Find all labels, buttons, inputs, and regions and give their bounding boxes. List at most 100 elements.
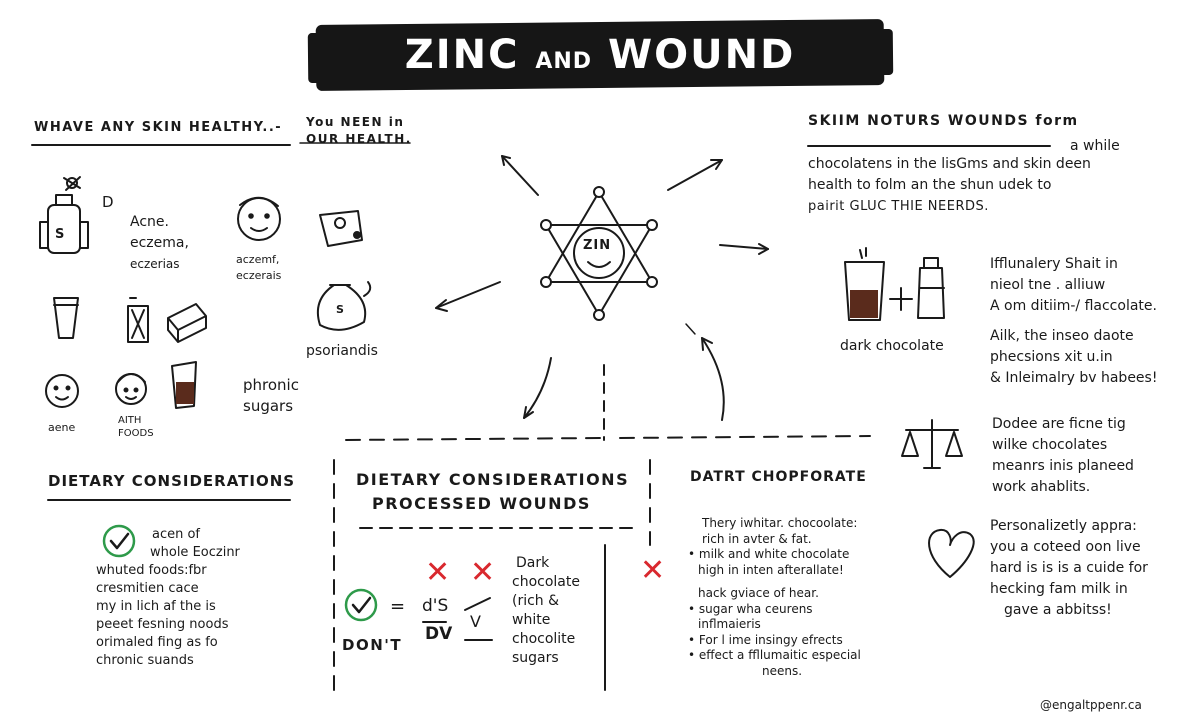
note-line: Dodee are ficne tig [992,416,1126,432]
choc-line: chocolite [512,631,576,647]
choc-line: white [512,612,551,628]
bottom-left-line: whole Eoczinr [150,545,240,560]
bottle-s-label: S [55,227,65,242]
note-line: Personalizetly appra: [990,518,1137,534]
page-title: ZINC AND WOUND HEALING [316,24,884,147]
dark-chocolate-list: Dark chocolate (rich & white chocolite s… [512,554,580,668]
bottom-right-line: hack gviace of hear. [698,586,819,600]
heart-icon [928,528,975,578]
arrows [435,155,769,421]
note-4: Personalizetly appra: you a coteed oon l… [990,516,1148,621]
hourglass-icon [127,297,149,343]
note-line: work ahablits. [992,479,1091,495]
note-line: Ifflunalery Shait in [990,256,1118,272]
note-line: wilke chocolates [992,437,1108,453]
note-3: Dodee are ficne tig wilke chocolates mea… [992,414,1134,498]
phronic-line: phronic [243,376,299,394]
acne-list: Acne. eczema, eczerias [130,212,189,275]
middle-heading-2: PROCESSED WOUNDS [372,494,591,513]
bottom-left-line: cresmitien cace [96,581,199,596]
sparkle-icon [63,176,81,191]
sack-icon [316,281,372,331]
bottom-right-line: inflmaieris [698,617,761,631]
bottom-left-line: my in lich af the is [96,599,216,614]
face-icon-3 [237,196,281,241]
acne-small-line: aczemf, [236,253,280,266]
note-1: Ifflunalery Shait in nieol tne . alliuw … [990,254,1157,317]
bottom-right-line: Thery iwhitar. chocoolate: [702,516,858,530]
dv-label: DV [425,624,453,644]
middle-heading-1: DIETARY CONSIDERATIONS [356,470,630,489]
bottom-right-line: • milk and white chocolate [688,547,850,561]
left-subheading-line: You NEEN in [306,115,405,129]
zinc-hub-label: ZIN [583,238,612,253]
bottom-right-line [688,578,861,586]
zinc-atom-icon [540,186,658,321]
signature: @engaltppenr.ca [1040,698,1142,712]
bottle-icon [39,194,89,254]
bottom-right-line: • sugar wha ceurens [688,601,813,616]
bottom-right-text: Thery iwhitar. chocoolate: rich in avter… [688,516,861,679]
acne-item: Acne. [130,214,169,230]
chocolate-jar-icon [844,247,885,321]
sack-s-label: S [336,303,344,316]
cross-icon-3: ✕ [640,553,666,588]
bottom-right-line: rich in avter & fat. [702,531,812,546]
v-label: V [470,612,481,631]
bottom-right-line: high in inten afterallate! [698,562,844,577]
bottom-right-line: • effect a ffllumaitic especial [688,648,861,662]
title-zinc: ZINC [404,32,520,78]
right-paragraph: chocolatens in the lisGms and skin deen … [808,154,1091,217]
dark-chocolate-label: dark chocolate [840,338,944,354]
phronic-label: phronic sugars [243,375,299,417]
right-heading: SKIIM NOTURS WOUNDS form [808,113,1079,129]
check-icon-bottom-left [102,524,136,558]
left-subheading-line: OUR HEALTH. [306,132,412,146]
aith-foods-line: FOODS [118,428,154,439]
left-subheading: You NEEN in OUR HEALTH. [306,114,412,148]
plus-icon [889,287,913,311]
bottom-left-heading: DIETARY CONSIDERATIONS [48,472,296,490]
note-line: you a coteed oon live [990,539,1141,555]
psoriasis-label: psoriandis [306,343,378,359]
face-icon-2 [115,373,147,405]
aith-foods-line: AITH [118,415,142,426]
bottom-right-line: neens. [762,663,803,678]
title-wound-healing: WOUND HEALING [493,32,796,147]
note-line: gave a abbitss! [1004,602,1112,618]
aene-label: aene [48,421,76,434]
chocolate-bar-icon [167,303,207,343]
right-paragraph-line: chocolatens in the lisGms and skin deen [808,156,1091,172]
check-icon-middle [344,588,378,622]
molecule-icon [319,210,363,247]
bottom-right-line: • For l ime insingy efrects [688,632,843,647]
bottom-left-line: peeet fesning noods [96,617,229,632]
note-line: hecking fam milk in [990,581,1128,597]
right-paragraph-line: health to folm an the shun udek to [808,177,1052,193]
choc-line: chocolate [512,574,580,590]
note-line: A om ditiim-/ flaccolate. [990,298,1157,314]
cross-icon-1: ✕ [425,555,451,590]
v-arrow [464,597,491,611]
acne-small-line: eczerais [236,269,282,282]
right-heading-line1: a while [1070,138,1120,154]
d-mark: D [102,193,114,211]
scale-icon [901,419,963,469]
note-line: hard is is is a cuide for [990,560,1148,576]
choc-line: (rich & [512,593,560,609]
middle-box-frame [333,435,871,701]
phronic-line: sugars [243,397,294,415]
note-line: meanrs inis planeed [992,458,1134,474]
acne-item: eczema, [130,235,189,251]
dont-label: DON'T [342,636,403,654]
choc-line: sugars [512,650,559,666]
note-line: nieol tne . alliuw [990,277,1106,293]
bottom-right-heading: DATRT CHOPFORATE [690,469,867,485]
left-heading: WHAVE ANY SKIN HEALTHY..- [34,120,283,135]
bottom-left-text: acen of whole Eoczinr whuted foods:fbr c… [96,526,240,670]
milk-bottle-icon [917,257,945,319]
aith-foods-label: AITH FOODS [118,414,154,440]
cross-icon-2: ✕ [470,555,496,590]
note-line: Ailk, the inseo daote [990,328,1134,344]
bottom-left-line: whuted foods:fbr [96,563,207,578]
